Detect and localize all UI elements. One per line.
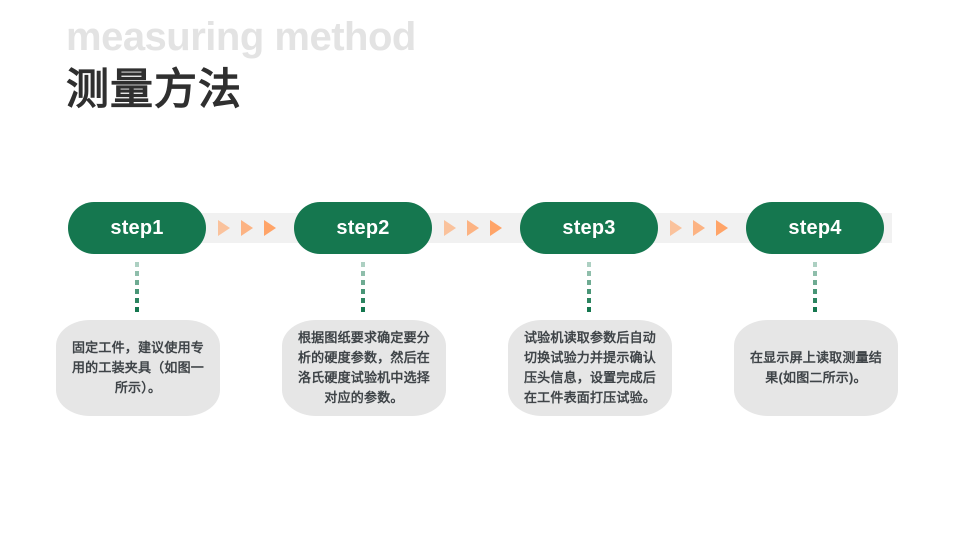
step-pill-label: step4 (788, 217, 842, 239)
dot-segment (813, 307, 817, 312)
step-description-card-2: 根据图纸要求确定要分析的硬度参数，然后在洛氏硬度试验机中选择对应的参数。 (282, 320, 446, 416)
arrow-right-icon (241, 220, 253, 236)
dot-segment (361, 280, 365, 285)
dot-segment (813, 298, 817, 303)
dot-segment (361, 289, 365, 294)
page-title-chinese: 测量方法 (66, 66, 242, 114)
arrow-right-icon (490, 220, 502, 236)
step-pill-label: step3 (562, 217, 616, 239)
dotted-connector-4 (813, 262, 817, 314)
step-description-text: 根据图纸要求确定要分析的硬度参数，然后在洛氏硬度试验机中选择对应的参数。 (297, 330, 430, 405)
dotted-connector-2 (361, 262, 365, 314)
dot-segment (587, 271, 591, 276)
dot-segment (813, 280, 817, 285)
dotted-connector-3 (587, 262, 591, 314)
step-description-card-4: 在显示屏上读取测量结果(如图二所示)。 (734, 320, 898, 416)
dot-segment (361, 271, 365, 276)
arrow-right-icon (716, 220, 728, 236)
dot-segment (361, 298, 365, 303)
step-pill-label: step1 (110, 217, 164, 239)
page-header: measuring method 测量方法 (66, 14, 886, 118)
dot-segment (135, 280, 139, 285)
page-title-english: measuring method (66, 15, 416, 59)
dot-segment (813, 289, 817, 294)
arrow-right-icon (670, 220, 682, 236)
dot-segment (587, 262, 591, 267)
dot-segment (135, 271, 139, 276)
step-pill-4[interactable]: step4 (746, 202, 884, 254)
dot-segment (135, 298, 139, 303)
step-description-text: 固定工件，建议使用专用的工装夹具（如图一所示）。 (71, 340, 204, 395)
arrow-right-icon (264, 220, 276, 236)
dot-segment (587, 307, 591, 312)
step-pill-1[interactable]: step1 (68, 202, 206, 254)
arrow-right-icon (218, 220, 230, 236)
dot-segment (135, 307, 139, 312)
dot-segment (813, 271, 817, 276)
step-description-card-1: 固定工件，建议使用专用的工装夹具（如图一所示）。 (56, 320, 220, 416)
dot-segment (135, 262, 139, 267)
dot-segment (135, 289, 139, 294)
connector-arrows-2-3 (433, 213, 513, 243)
arrow-right-icon (444, 220, 456, 236)
dot-segment (813, 262, 817, 267)
arrow-right-icon (693, 220, 705, 236)
step-pill-3[interactable]: step3 (520, 202, 658, 254)
dot-segment (587, 298, 591, 303)
dot-segment (587, 289, 591, 294)
step-description-text: 在显示屏上读取测量结果(如图二所示)。 (749, 350, 882, 385)
step-pill-label: step2 (336, 217, 390, 239)
connector-arrows-3-4 (659, 213, 739, 243)
dotted-connector-1 (135, 262, 139, 314)
connector-arrows-1-2 (207, 213, 287, 243)
dot-segment (361, 262, 365, 267)
dot-segment (587, 280, 591, 285)
step-description-text: 试验机读取参数后自动切换试验力并提示确认压头信息，设置完成后在工件表面打压试验。 (523, 330, 656, 405)
step-description-card-3: 试验机读取参数后自动切换试验力并提示确认压头信息，设置完成后在工件表面打压试验。 (508, 320, 672, 416)
arrow-right-icon (467, 220, 479, 236)
step-pill-2[interactable]: step2 (294, 202, 432, 254)
dot-segment (361, 307, 365, 312)
